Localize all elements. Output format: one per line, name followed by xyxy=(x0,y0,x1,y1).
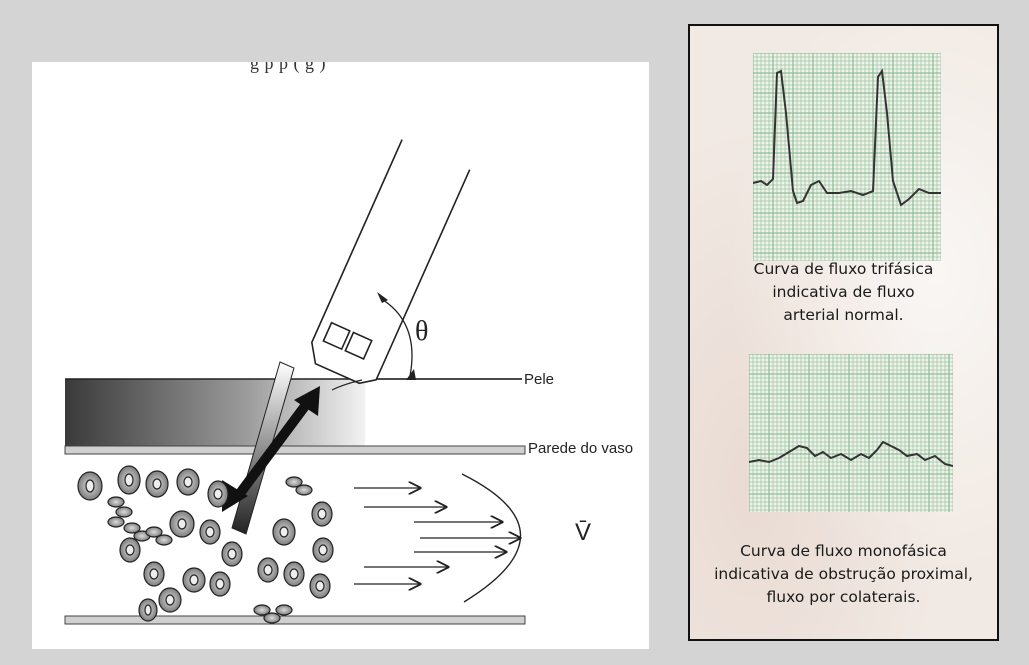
transducer-crystal-2 xyxy=(344,331,373,360)
skin-layer xyxy=(65,379,365,448)
ultrasound-probe xyxy=(310,139,471,385)
flow-arrows xyxy=(354,488,520,584)
double-arrow-icon xyxy=(222,386,320,512)
theta-label: θ xyxy=(415,316,428,347)
monophasic-caption: Curva de fluxo monofásica indicativa de … xyxy=(714,542,973,606)
skin-label: Pele xyxy=(524,371,554,388)
monophasic-waveform xyxy=(749,354,953,512)
velocity-profile xyxy=(461,473,522,603)
triphasic-trace xyxy=(753,68,941,207)
vessel-wall-upper xyxy=(64,445,526,455)
triphasic-waveform xyxy=(753,53,941,261)
doppler-diagram: g p p ( g ) xyxy=(32,62,649,649)
vessel-wall-lower xyxy=(64,615,526,625)
angle-arc xyxy=(379,297,413,377)
velocity-label: V̄ xyxy=(575,519,591,546)
waveform-panel: Curva de fluxo trifásica indicativa de f… xyxy=(688,24,999,641)
transducer-crystal-1 xyxy=(322,321,351,351)
cut-off-text: g p p ( g ) xyxy=(250,62,326,73)
doppler-illustration: Pele Parede do vaso θ xyxy=(64,139,633,625)
triphasic-caption: Curva de fluxo trifásica indicativa de f… xyxy=(753,260,934,324)
vessel-wall-label: Parede do vaso xyxy=(528,440,633,457)
red-blood-cells xyxy=(77,465,334,624)
monophasic-trace xyxy=(749,440,953,467)
